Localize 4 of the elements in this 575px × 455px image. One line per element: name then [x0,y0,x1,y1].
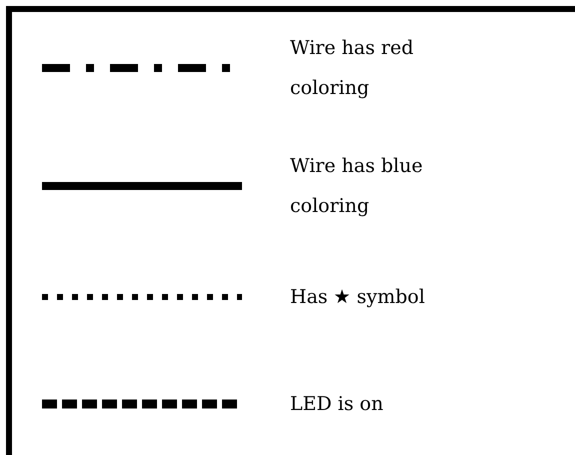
legend-text: Wire has red coloring [290,36,414,101]
legend-text: Has ★ symbol [290,285,426,310]
legend-text: LED is on [290,392,384,417]
legend-text: Wire has blue coloring [290,154,424,219]
